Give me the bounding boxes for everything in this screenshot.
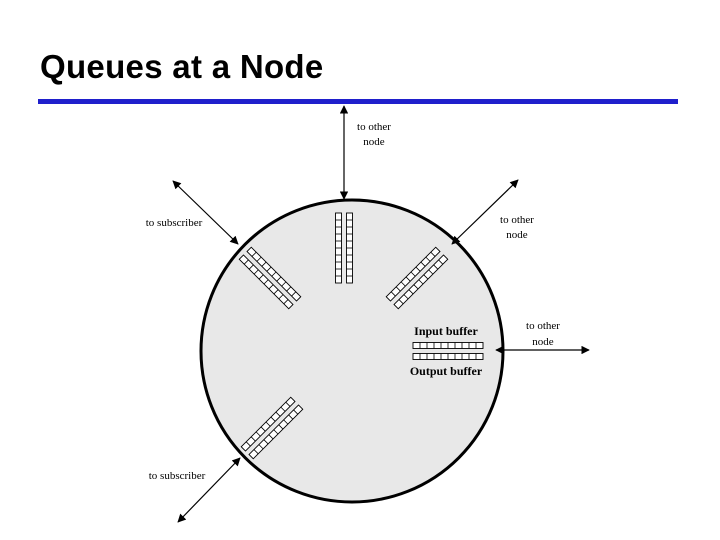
buffer-cell-divider [395, 286, 401, 292]
buffer-cell-divider [258, 274, 264, 280]
queue-pair-top [335, 212, 353, 284]
buffer-cell-divider [278, 424, 284, 430]
label-output-buffer: Output buffer [410, 364, 483, 378]
buffer-cell-divider [255, 431, 261, 437]
buffer-cell-divider [288, 414, 294, 420]
buffer-cell-divider [251, 251, 257, 257]
buffer-cell-divider [260, 426, 266, 432]
buffer-cell-divider [405, 276, 411, 282]
queue-pair-upper-left [238, 246, 302, 310]
buffer-cell-divider [271, 271, 277, 277]
buffer-cell-divider [425, 256, 431, 262]
buffer-cell-divider [403, 294, 409, 300]
buffer-cell-divider [418, 279, 424, 285]
buffer-cell-divider [285, 401, 291, 407]
label-right-line1: to other [526, 320, 560, 332]
buffer-cell-divider [410, 271, 416, 277]
buffer-cell-divider [398, 299, 404, 305]
buffer-cell-divider [390, 291, 396, 297]
label-input-buffer: Input buffer [414, 324, 478, 338]
buffer-cell-divider [243, 259, 249, 265]
link-arrow-upper-left [172, 180, 239, 245]
buffer-cell-divider [263, 439, 269, 445]
buffer-cell-divider [278, 294, 284, 300]
buffer-cell-divider [430, 251, 436, 257]
queue-pair-upper-right [385, 246, 449, 310]
buffer-cell-divider [273, 289, 279, 295]
buffer-cell-divider [400, 281, 406, 287]
buffer-cell-divider [408, 289, 414, 295]
buffer-cell-divider [270, 416, 276, 422]
buffer-cell-divider [253, 269, 259, 275]
slide-title: Queues at a Node [40, 48, 324, 85]
buffer-cell-divider [291, 291, 297, 297]
buffer-cell-divider [248, 264, 254, 270]
buffer-cell-divider [438, 259, 444, 265]
title-rule [38, 99, 678, 104]
queue-pair-lower-left [240, 396, 304, 460]
label-top-line2: node [363, 136, 385, 148]
link-arrow-lower-left [177, 457, 241, 523]
buffer-cell-divider [423, 274, 429, 280]
label-right-line2: node [532, 336, 554, 348]
buffer-cell-divider [245, 441, 251, 447]
buffer-cell-divider [433, 264, 439, 270]
buffer-cell-divider [286, 286, 292, 292]
buffer-cell-divider [263, 279, 269, 285]
buffer-cell-divider [268, 284, 274, 290]
buffer-cell-divider [420, 261, 426, 267]
label-upper-right-line1: to other [500, 214, 534, 226]
buffer-cell-divider [276, 276, 282, 282]
buffer-cell-divider [250, 436, 256, 442]
buffer-cell-divider [256, 256, 262, 262]
label-top-line1: to other [357, 121, 391, 133]
label-lower-left: to subscriber [149, 470, 206, 482]
label-upper-right-line2: node [506, 229, 528, 241]
buffer-cell-divider [268, 434, 274, 440]
buffer-cell-divider [283, 419, 289, 425]
queue-pair-right [412, 342, 484, 360]
buffer-cell-divider [275, 411, 281, 417]
buffer-cell-divider [258, 444, 264, 450]
buffer-cell-divider [261, 261, 267, 267]
label-upper-left: to subscriber [146, 217, 203, 229]
buffer-cell-divider [428, 269, 434, 275]
link-arrow-upper-right [451, 179, 519, 245]
buffer-cell-divider [253, 449, 259, 455]
buffer-cell-divider [293, 409, 299, 415]
buffer-cell-divider [415, 266, 421, 272]
buffer-cell-divider [265, 421, 271, 427]
buffer-cell-divider [283, 299, 289, 305]
buffer-cell-divider [281, 281, 287, 287]
buffer-cell-divider [266, 266, 272, 272]
buffer-cell-divider [280, 406, 286, 412]
buffer-cell-divider [413, 284, 419, 290]
buffer-cell-divider [273, 429, 279, 435]
